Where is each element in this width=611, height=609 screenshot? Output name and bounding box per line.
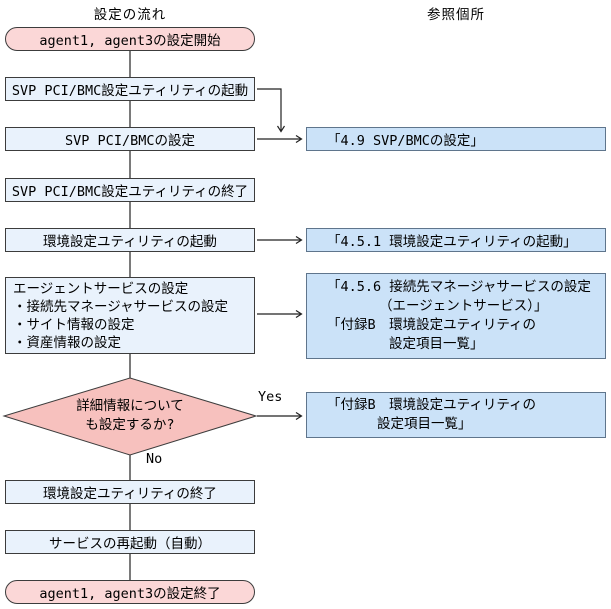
decision-line1: 詳細情報について	[76, 398, 184, 414]
ref3-line2: （エージェントサービス）」	[379, 298, 548, 314]
flow-column-header: 設定の流れ	[93, 7, 167, 23]
start-terminator: agent1, agent3の設定開始	[5, 27, 255, 51]
process-env-utility-start: 環境設定ユティリティの起動	[5, 228, 255, 252]
ref3-line4: 設定項目一覧」	[389, 336, 484, 352]
reference-box-svp-bmc: 「4.9 SVP/BMCの設定」	[306, 127, 606, 151]
decision-label: 詳細情報について も設定するか?	[30, 397, 230, 435]
ref4-line1: 「付録B 環境設定ユティリティの	[327, 397, 537, 413]
agent-settings-title: エージェントサービスの設定	[13, 280, 189, 297]
reference-column-header: 参照個所	[427, 7, 485, 23]
ref3-line3: 「付録B 環境設定ユティリティの	[327, 317, 537, 333]
reference-box-env-utility-start: 「4.5.1 環境設定ユティリティの起動」	[306, 228, 606, 252]
reference-box-agent-settings: 「4.5.6 接続先マネージャサービスの設定 （エージェントサービス）」 「付録…	[306, 273, 606, 359]
agent-settings-item-asset: ・資産情報の設定	[13, 334, 121, 351]
reference-box-appendix-b: 「付録B 環境設定ユティリティの 設定項目一覧」	[306, 392, 606, 438]
process-svp-utility-start: SVP PCI/BMC設定ユティリティの起動	[5, 77, 255, 101]
no-label: No	[146, 451, 163, 467]
ref3-line1: 「4.5.6 接続先マネージャサービスの設定	[327, 279, 591, 295]
ref4-line2: 設定項目一覧」	[377, 416, 472, 432]
process-svp-utility-end: SVP PCI/BMC設定ユティリティの終了	[5, 178, 255, 202]
process-env-utility-end: 環境設定ユティリティの終了	[5, 480, 255, 504]
agent-settings-item-manager: ・接続先マネージャサービスの設定	[13, 298, 229, 315]
yes-label: Yes	[258, 389, 283, 405]
decision-line2: も設定するか?	[85, 417, 175, 433]
process-svp-setting: SVP PCI/BMCの設定	[5, 127, 255, 151]
agent-settings-item-site: ・サイト情報の設定	[13, 316, 135, 333]
process-service-restart: サービスの再起動（自動）	[5, 530, 255, 554]
connector-step1-elbow-arrow	[257, 88, 286, 133]
process-agent-service-settings: エージェントサービスの設定 ・接続先マネージャサービスの設定 ・サイト情報の設定…	[5, 277, 255, 354]
end-terminator: agent1, agent3の設定終了	[5, 580, 255, 604]
